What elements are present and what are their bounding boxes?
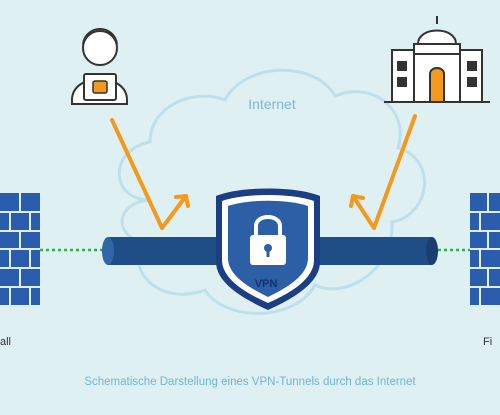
arrow-left-icon (110, 118, 190, 230)
vpn-shield-icon (216, 188, 320, 310)
firewall-right-label: Fi (483, 336, 493, 348)
lock-icon (250, 215, 286, 265)
firewall-left-icon (0, 193, 40, 305)
firewall-left-label: all (0, 336, 12, 348)
internet-cloud (117, 68, 426, 315)
diagram-caption: Schematische Darstellung eines VPN-Tunne… (84, 376, 416, 388)
firewall-right-icon (470, 193, 500, 305)
internet-label: Internet (248, 96, 296, 112)
arrow-right-icon (349, 114, 417, 230)
hacker-icon (71, 28, 128, 105)
vpn-label: VPN (254, 278, 278, 290)
institution-building-icon (384, 16, 490, 103)
